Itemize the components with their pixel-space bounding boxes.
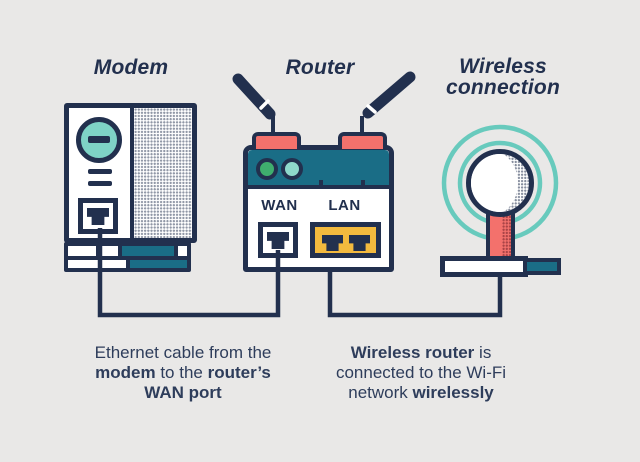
wan-port-icon bbox=[258, 222, 298, 258]
access-point-stand bbox=[440, 256, 528, 277]
antenna-left-icon bbox=[232, 73, 276, 120]
base-brick-teal bbox=[130, 260, 187, 268]
wireless-connection-title: Wireless connection bbox=[445, 55, 560, 99]
access-point-sphere-icon bbox=[466, 149, 534, 217]
rj45-plug-icon bbox=[349, 235, 370, 251]
antenna-left-stub bbox=[271, 116, 275, 134]
lan-ports-icon bbox=[310, 222, 381, 258]
lan-label: LAN bbox=[328, 197, 361, 214]
antenna-right-stub bbox=[360, 116, 364, 134]
rj45-plug-icon bbox=[267, 232, 289, 249]
router-title: Router bbox=[285, 56, 355, 79]
modem-vent-icon bbox=[88, 181, 112, 186]
router-led-green-icon bbox=[256, 158, 278, 180]
base-brick bbox=[178, 246, 187, 256]
modem-title: Modem bbox=[93, 56, 169, 79]
base-brick bbox=[68, 246, 96, 256]
router-led-aqua-icon bbox=[281, 158, 303, 180]
antenna-left-shine bbox=[259, 99, 270, 110]
router-panel-notch bbox=[319, 180, 323, 189]
modem-base bbox=[64, 242, 191, 272]
antenna-base-left bbox=[252, 132, 301, 149]
router-panel-notch bbox=[361, 180, 365, 189]
base-brick-teal bbox=[122, 246, 174, 256]
base-brick bbox=[100, 246, 118, 256]
rj45-plug-icon bbox=[322, 235, 343, 251]
modem-vent-icon bbox=[88, 169, 112, 174]
modem-ethernet-port-icon bbox=[78, 198, 118, 234]
base-brick bbox=[68, 260, 126, 268]
antenna-right-shine bbox=[366, 104, 377, 114]
access-point-stand-teal bbox=[527, 258, 561, 275]
antenna-base-right bbox=[338, 132, 387, 149]
wan-label: WAN bbox=[261, 197, 298, 214]
antenna-right-icon bbox=[362, 71, 416, 119]
modem-status-light-icon bbox=[76, 117, 122, 163]
modem-texture-panel bbox=[130, 108, 192, 238]
rj45-plug-icon bbox=[87, 208, 109, 225]
